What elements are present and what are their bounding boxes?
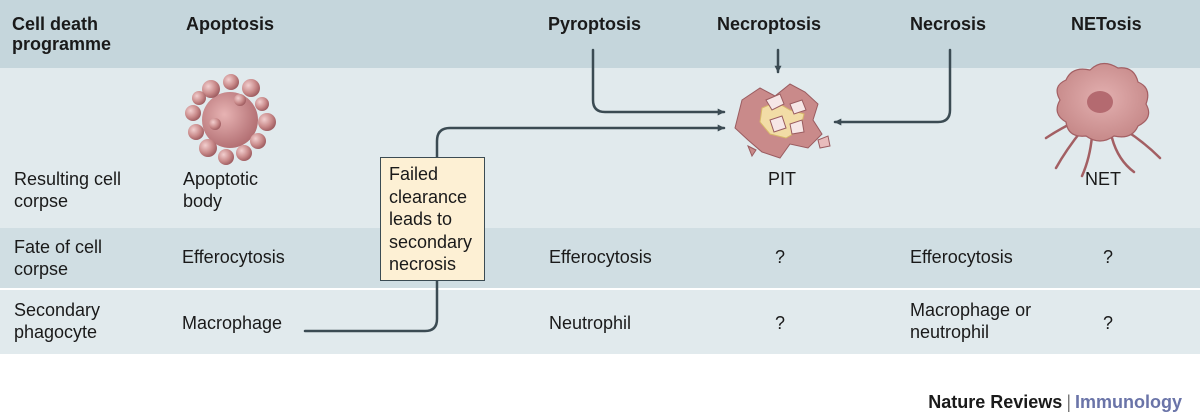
row-header-label: Cell death programme [12,14,152,54]
phagocyte-necrosis-text: Macrophage or neutrophil [910,300,1032,342]
journal-name: Nature Reviews [928,392,1063,412]
apoptotic-body-label-text: Apoptotic body [183,169,259,211]
apoptotic-body-label: Apoptotic body [183,168,293,212]
row-label-resulting-corpse-text: Resulting cell corpse [14,169,122,211]
fate-row-band [0,228,1200,288]
column-header-pyroptosis: Pyroptosis [548,14,642,34]
phagocyte-pyroptosis: Neutrophil [549,313,632,333]
row-label-phagocyte-text: Secondary phagocyte [14,300,101,342]
secondary-necrosis-callout: Failed clearance leads to secondary necr… [380,157,485,281]
column-header-necroptosis: Necroptosis [717,14,822,34]
callout-line: necrosis [389,254,457,274]
arrow-pyroptosis-to-pit [591,48,726,116]
fate-necrosis: Efferocytosis [910,247,1013,267]
phagocyte-necroptosis: ? [774,313,785,333]
apoptotic-body-icon [185,74,276,165]
fate-apoptosis: Efferocytosis [182,247,285,267]
phagocyte-necrosis: Macrophage or neutrophil [910,299,1060,343]
row-label-phagocyte: Secondary phagocyte [14,299,134,343]
net-label: NET [1085,169,1121,189]
column-header-necrosis: Necrosis [910,14,987,34]
fate-pyroptosis: Efferocytosis [549,247,652,267]
phagocyte-netosis: ? [1102,313,1113,333]
row-label-resulting-corpse: Resulting cell corpse [14,168,134,212]
journal-subject: Immunology [1075,392,1182,412]
credit-separator: | [1066,392,1071,412]
pit-label: PIT [767,169,796,189]
callout-line: Failed [389,164,439,184]
row-label-fate: Fate of cell corpse [14,236,134,280]
phagocyte-apoptosis: Macrophage [182,313,283,333]
arrow-macrophage-to-pit [303,124,726,333]
column-header-netosis: NETosis [1071,14,1142,34]
net-icon [1044,62,1162,178]
column-header-apoptosis: Apoptosis [186,14,274,34]
row-header-text: Cell death programme [12,14,112,54]
fate-netosis: ? [1102,247,1113,267]
pit-icon [734,83,831,159]
phagocyte-row-band [0,290,1200,354]
fate-necroptosis: ? [774,247,785,267]
arrow-necrosis-to-pit [833,48,952,126]
callout-line: clearance [389,186,468,207]
header-band [0,0,1200,68]
journal-credit: Nature Reviews|Immunology [928,392,1182,412]
callout-line: secondary [389,231,473,252]
callout-line: leads to [389,209,453,229]
row-label-fate-text: Fate of cell corpse [14,237,103,279]
